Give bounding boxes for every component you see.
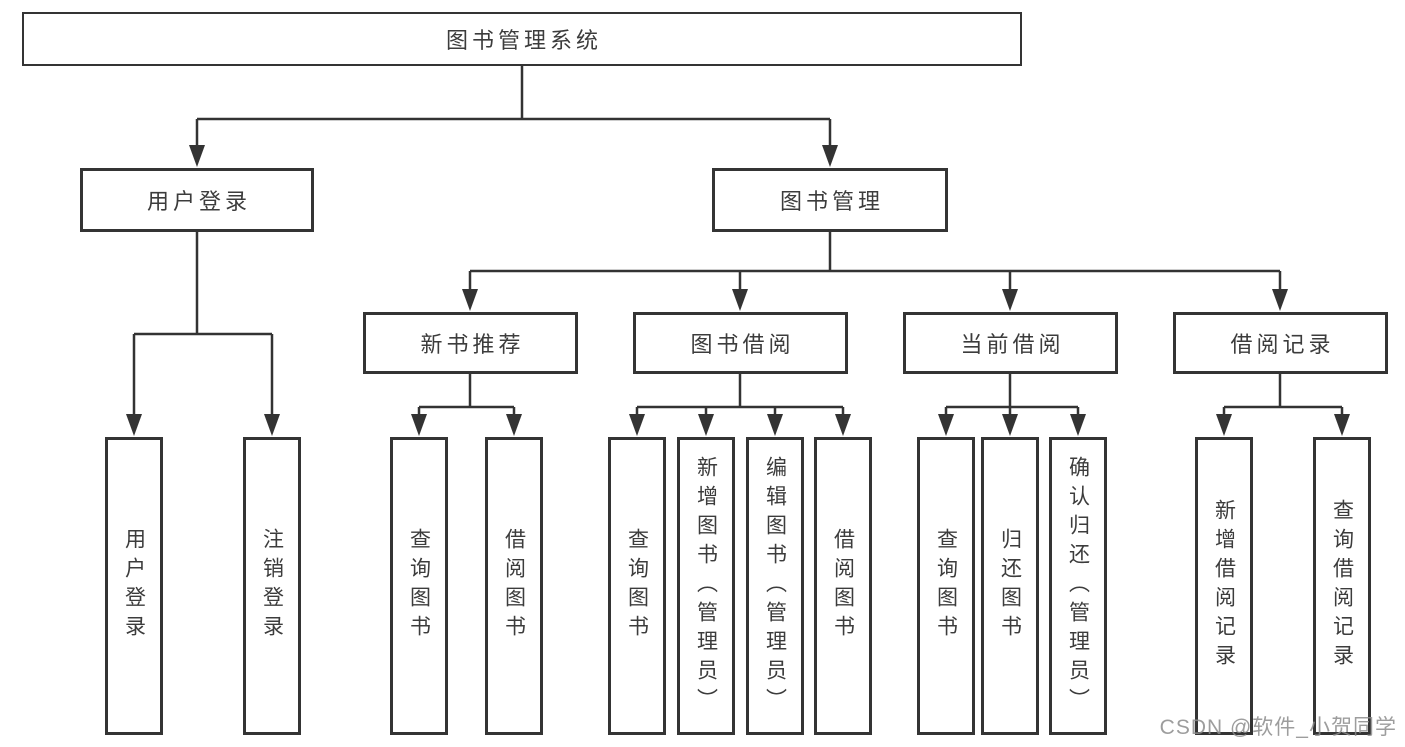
leaf-query-books-current: 查询图书 (917, 437, 975, 735)
node-label: 图书借阅 (690, 332, 795, 357)
node-label: 确认归还（管理员） (1066, 455, 1090, 717)
node-book-management: 图书管理 (712, 168, 948, 232)
node-label: 借阅图书 (831, 528, 855, 644)
leaf-borrow-books: 借阅图书 (814, 437, 872, 735)
node-library-management-system: 图书管理系统 (22, 12, 1022, 66)
leaf-user-login: 用户登录 (105, 437, 163, 735)
node-label: 编辑图书（管理员） (763, 455, 787, 717)
node-label: 查询图书 (625, 528, 649, 644)
leaf-edit-books-admin: 编辑图书（管理员） (746, 437, 804, 735)
node-label: 新书推荐 (420, 332, 525, 357)
node-borrowing-records: 借阅记录 (1173, 312, 1388, 374)
node-label: 用户登录 (122, 528, 146, 644)
watermark: CSDN @软件_小贺同学 (1159, 716, 1397, 739)
node-label: 图书管理 (779, 189, 884, 214)
node-label: 查询借阅记录 (1330, 499, 1354, 673)
node-user-login: 用户登录 (80, 168, 314, 232)
leaf-query-books-borrow: 查询图书 (608, 437, 666, 735)
node-new-book-recommendation: 新书推荐 (363, 312, 578, 374)
node-label: 新增图书（管理员） (694, 455, 718, 717)
leaf-add-books-admin: 新增图书（管理员） (677, 437, 735, 735)
leaf-logout: 注销登录 (243, 437, 301, 735)
leaf-add-borrow-record: 新增借阅记录 (1195, 437, 1253, 735)
leaf-query-books-newrec: 查询图书 (390, 437, 448, 735)
leaf-query-borrow-record: 查询借阅记录 (1313, 437, 1371, 735)
node-label: 借阅图书 (502, 528, 526, 644)
leaf-borrow-books-newrec: 借阅图书 (485, 437, 543, 735)
node-label: 查询图书 (407, 528, 431, 644)
node-label: 当前借阅 (960, 332, 1065, 357)
node-label: 图书管理系统 (445, 28, 602, 53)
node-label: 用户登录 (146, 189, 251, 214)
node-label: 注销登录 (260, 528, 284, 644)
node-book-borrowing: 图书借阅 (633, 312, 848, 374)
arrowheads (126, 145, 1350, 436)
node-current-borrowing: 当前借阅 (903, 312, 1118, 374)
node-label: 查询图书 (934, 528, 958, 644)
node-label: 借阅记录 (1230, 332, 1335, 357)
leaf-confirm-return-admin: 确认归还（管理员） (1049, 437, 1107, 735)
leaf-return-books: 归还图书 (981, 437, 1039, 735)
node-label: 新增借阅记录 (1212, 499, 1236, 673)
node-label: 归还图书 (998, 528, 1022, 644)
